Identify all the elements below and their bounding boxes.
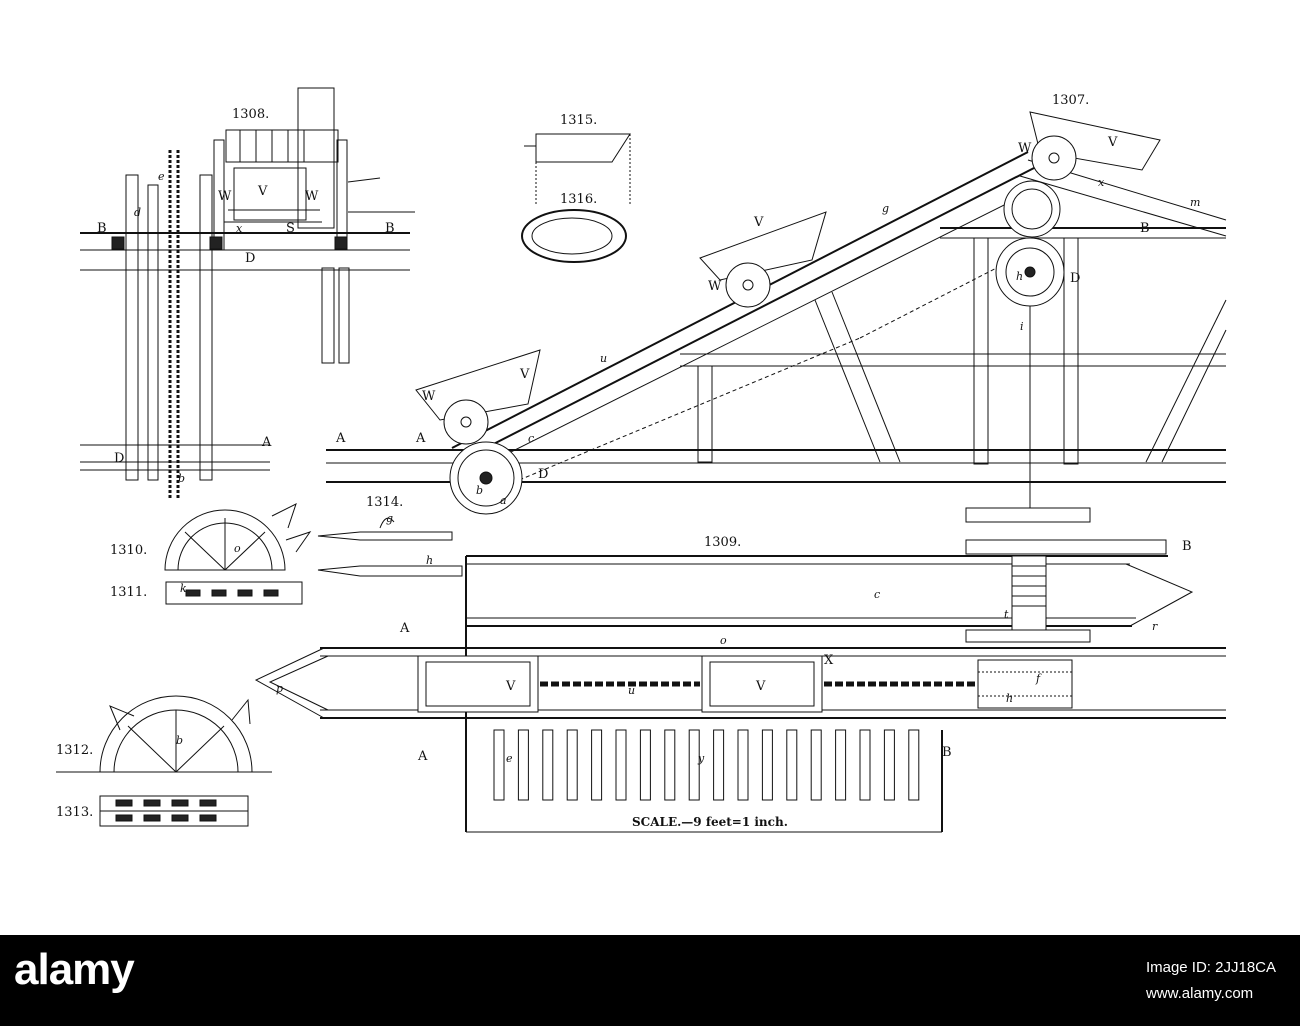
figure-label-1308: 1308. xyxy=(232,107,269,122)
figure-1309: 1309. xyxy=(254,507,1226,833)
label-A-1309-bottom: A xyxy=(417,749,428,764)
label-x-1307: x xyxy=(1098,176,1105,189)
sleeper xyxy=(761,729,773,801)
label-D-1307-right: D xyxy=(1070,271,1080,286)
label-p-1309: p xyxy=(276,682,283,695)
label-e-1308: e xyxy=(158,170,165,183)
label-W-1307-a: W xyxy=(422,389,436,404)
figure-label-1311: 1311. xyxy=(110,585,147,600)
figure-1314: 1314. g h xyxy=(317,495,463,577)
label-d-1308: d xyxy=(134,206,141,219)
sleeper xyxy=(615,729,627,801)
figure-label-1312: 1312. xyxy=(56,743,93,758)
label-S-1308: S xyxy=(286,221,295,236)
label-A-1307: A xyxy=(415,431,426,446)
label-B-1307: B xyxy=(1140,221,1150,236)
label-r-1309: r xyxy=(1152,620,1158,633)
label-V-1307-b: V xyxy=(753,215,764,230)
label-X-1309: X xyxy=(824,653,834,668)
label-g-1307: g xyxy=(882,202,889,215)
sleeper xyxy=(835,729,847,801)
sleeper xyxy=(493,729,505,801)
site-url: www.alamy.com xyxy=(1145,985,1254,1002)
sleeper-row xyxy=(493,729,920,801)
label-b-1312: b xyxy=(176,734,183,747)
sleeper xyxy=(542,729,554,801)
label-m-1307: m xyxy=(1190,196,1200,209)
sleeper xyxy=(566,729,578,801)
sleeper xyxy=(591,729,603,801)
label-D-1308-lower: D xyxy=(114,451,124,466)
label-V-1307-c: V xyxy=(1107,135,1118,150)
label-c-1309: c xyxy=(874,588,880,601)
sleeper xyxy=(810,729,822,801)
sleeper xyxy=(664,729,676,801)
label-a-1307: a xyxy=(500,494,507,507)
label-B-1308-right: B xyxy=(385,221,395,236)
figure-label-1310: 1310. xyxy=(110,543,147,558)
label-V-1309-a: V xyxy=(505,679,516,694)
label-A-1309: A xyxy=(399,621,410,636)
label-W-1308-left: W xyxy=(218,189,232,204)
label-W-1308-right: W xyxy=(305,189,319,204)
label-k-1311: k xyxy=(180,582,187,595)
figure-label-1307: 1307. xyxy=(1052,93,1089,108)
figure-label-1313: 1313. xyxy=(56,805,93,820)
label-W-1307-c: W xyxy=(1018,141,1032,156)
figure-label-1316: 1316. xyxy=(560,192,597,207)
label-B-1309-top: B xyxy=(1182,539,1192,554)
label-b-1307: b xyxy=(476,484,483,497)
figure-1310-1311: 1310. o 1311. k xyxy=(110,503,312,605)
label-t-1309: t xyxy=(1004,608,1009,621)
figure-label-1314: 1314. xyxy=(366,495,403,510)
image-id: Image ID: 2JJ18CA xyxy=(1145,959,1276,976)
label-V-1307-a: V xyxy=(519,367,530,382)
label-c-1307: c xyxy=(528,432,534,445)
label-D-1308: D xyxy=(245,251,255,266)
scale-caption: SCALE.—9 feet=1 inch. xyxy=(632,815,788,829)
figure-label-1309: 1309. xyxy=(704,535,741,550)
label-h-1314: h xyxy=(426,554,433,567)
sleeper xyxy=(517,729,529,801)
figure-label-1315: 1315. xyxy=(560,113,597,128)
figure-1308: 1308. B B D D xyxy=(80,87,415,500)
label-V-1308: V xyxy=(257,184,268,199)
engineering-plate: 1308. B B D D xyxy=(56,87,1227,833)
label-o-1309: o xyxy=(720,634,727,647)
label-A-1308: A xyxy=(261,435,272,450)
label-h-1307: h xyxy=(1016,270,1023,283)
label-o-1310: o xyxy=(234,542,241,555)
label-g-1314: g xyxy=(386,512,393,525)
label-B-1309-bottom: B xyxy=(942,745,952,760)
label-y-1309: y xyxy=(697,752,705,765)
sleeper xyxy=(883,729,895,801)
label-h-1309: h xyxy=(1006,692,1013,705)
label-D-1307: D xyxy=(538,467,548,482)
stock-footer: alamy Image ID: 2JJ18CA www.alamy.com xyxy=(0,935,1300,1026)
sleeper xyxy=(688,729,700,801)
figure-1307: 1307. xyxy=(326,93,1227,520)
sleeper xyxy=(859,729,871,801)
brand-logo: alamy xyxy=(14,945,135,994)
label-u-1309: u xyxy=(628,684,635,697)
label-i-1307: i xyxy=(1020,320,1024,333)
label-b-1308: b xyxy=(178,472,185,485)
label-f-1309: f xyxy=(1035,672,1042,685)
label-B-1308-left: B xyxy=(97,221,107,236)
figure-1315-1316: 1315. 1316. xyxy=(521,113,631,263)
sleeper xyxy=(639,729,651,801)
label-e-1309: e xyxy=(506,752,513,765)
sleeper xyxy=(908,729,920,801)
label-V-1309-b: V xyxy=(755,679,766,694)
label-W-1307-b: W xyxy=(708,279,722,294)
label-x-1308: x xyxy=(236,222,243,235)
label-u-1307: u xyxy=(600,352,607,365)
figure-1312-1313: 1312. b 1313. xyxy=(56,695,272,827)
sleeper xyxy=(713,729,725,801)
label-A-1307-left: A xyxy=(335,431,346,446)
sleeper xyxy=(786,729,798,801)
footer-meta: Image ID: 2JJ18CA www.alamy.com xyxy=(1146,955,1276,1007)
sleeper xyxy=(737,729,749,801)
